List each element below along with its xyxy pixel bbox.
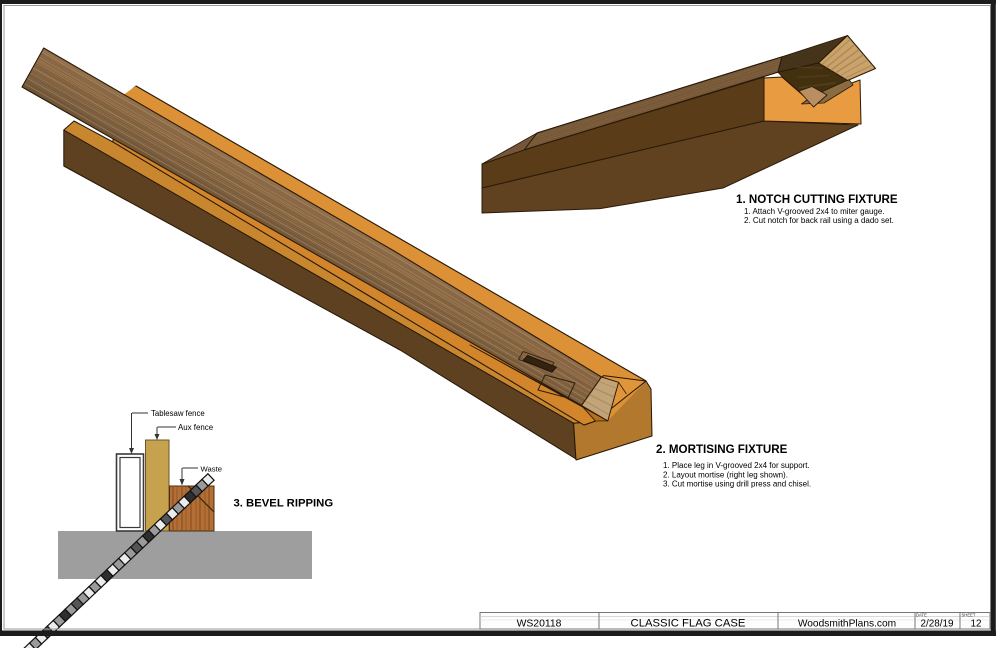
svg-text:WoodsmithPlans.com: WoodsmithPlans.com: [798, 619, 896, 630]
svg-text:12: 12: [971, 619, 982, 630]
svg-text:Waste: Waste: [201, 465, 223, 474]
svg-text:2/28/19: 2/28/19: [921, 619, 954, 630]
svg-text:Tablesaw fence: Tablesaw fence: [151, 409, 205, 418]
svg-text:DATE: DATE: [916, 613, 927, 618]
svg-text:2. MORTISING FIXTURE: 2. MORTISING FIXTURE: [656, 443, 788, 456]
svg-text:1. Place leg in V-grooved 2x4: 1. Place leg in V-grooved 2x4 for suppor…: [663, 461, 810, 470]
svg-text:WS20118: WS20118: [517, 619, 562, 630]
svg-text:SHEET: SHEET: [962, 613, 976, 618]
svg-text:2. Layout mortise (right leg s: 2. Layout mortise (right leg shown).: [663, 470, 788, 479]
svg-text:CLASSIC FLAG CASE: CLASSIC FLAG CASE: [631, 618, 746, 630]
svg-text:1. Attach V-grooved 2x4 to mit: 1. Attach V-grooved 2x4 to miter gauge.: [744, 207, 885, 216]
svg-text:3. BEVEL RIPPING: 3. BEVEL RIPPING: [234, 498, 334, 510]
svg-text:Aux fence: Aux fence: [178, 423, 214, 432]
svg-text:1. NOTCH CUTTING FIXTURE: 1. NOTCH CUTTING FIXTURE: [736, 193, 898, 206]
svg-text:3. Cut mortise using drill pre: 3. Cut mortise using drill press and chi…: [663, 480, 811, 489]
svg-text:2. Cut notch for back rail usi: 2. Cut notch for back rail using a dado …: [744, 216, 894, 225]
